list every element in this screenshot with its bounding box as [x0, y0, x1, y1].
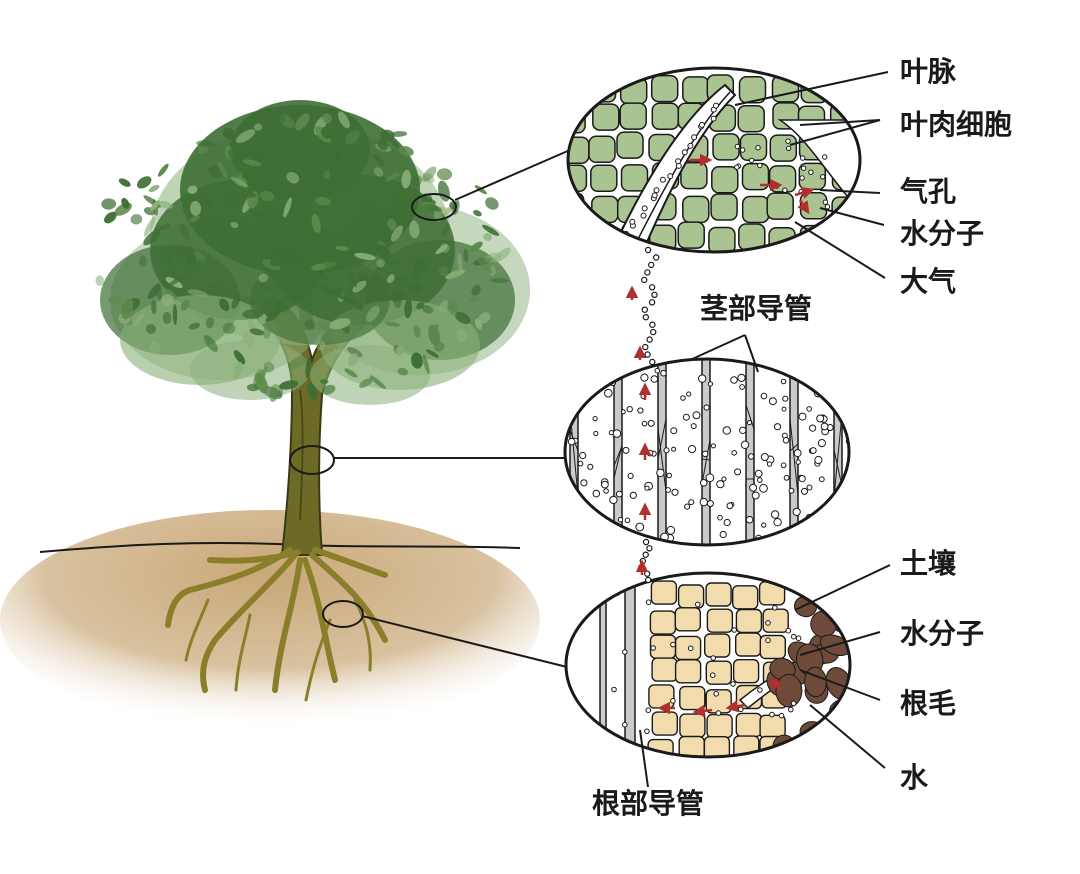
- label-stem-vessel: 茎部导管: [700, 292, 813, 325]
- label-stoma: 气孔: [900, 175, 957, 208]
- label-root-vessel: 根部导管: [592, 787, 705, 820]
- stem-detail-view: [563, 357, 851, 547]
- label-root-hair: 根毛: [900, 687, 957, 720]
- leaf-magnifier-circle: [411, 193, 457, 221]
- label-mesophyll-cells: 叶肉细胞: [900, 108, 1013, 141]
- water-transport-path: [625, 246, 660, 584]
- leaf-connector-line: [454, 149, 571, 201]
- leaf-detail-view: [566, 66, 862, 254]
- label-pointers: [639, 71, 891, 788]
- root-detail-view: [564, 571, 852, 759]
- root-magnifier-circle: [322, 600, 364, 628]
- soil-ground: [0, 510, 540, 730]
- label-water-molecule-root: 水分子: [900, 617, 985, 650]
- label-soil: 土壤: [900, 547, 957, 580]
- label-leaf-vein: 叶脉: [900, 55, 957, 88]
- root-connector-line: [361, 615, 568, 668]
- tree-roots: [165, 547, 388, 702]
- label-atmosphere: 大气: [900, 265, 957, 298]
- label-water-molecule-leaf: 水分子: [900, 217, 985, 250]
- stem-magnifier-circle: [289, 445, 335, 475]
- tree-canopy: [95, 100, 530, 405]
- label-water: 水: [900, 761, 929, 794]
